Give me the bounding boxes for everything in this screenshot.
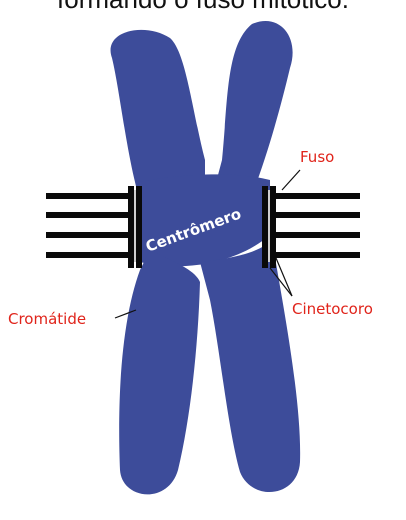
right-spindle-fibers (262, 196, 360, 255)
left-spindle-fibers (46, 196, 142, 255)
diagram-title: formando o fuso mitótico. (0, 0, 406, 15)
spindle-leader-line (282, 170, 300, 190)
left-kinetochore (128, 186, 142, 268)
chromatid-label: Cromátide (8, 310, 86, 328)
lower-right-arm (200, 240, 300, 492)
lower-left-arm (119, 250, 200, 494)
spindle-label: Fuso (300, 148, 334, 166)
kinetochore-label: Cinetocoro (292, 300, 373, 318)
right-kinetochore (262, 186, 276, 268)
